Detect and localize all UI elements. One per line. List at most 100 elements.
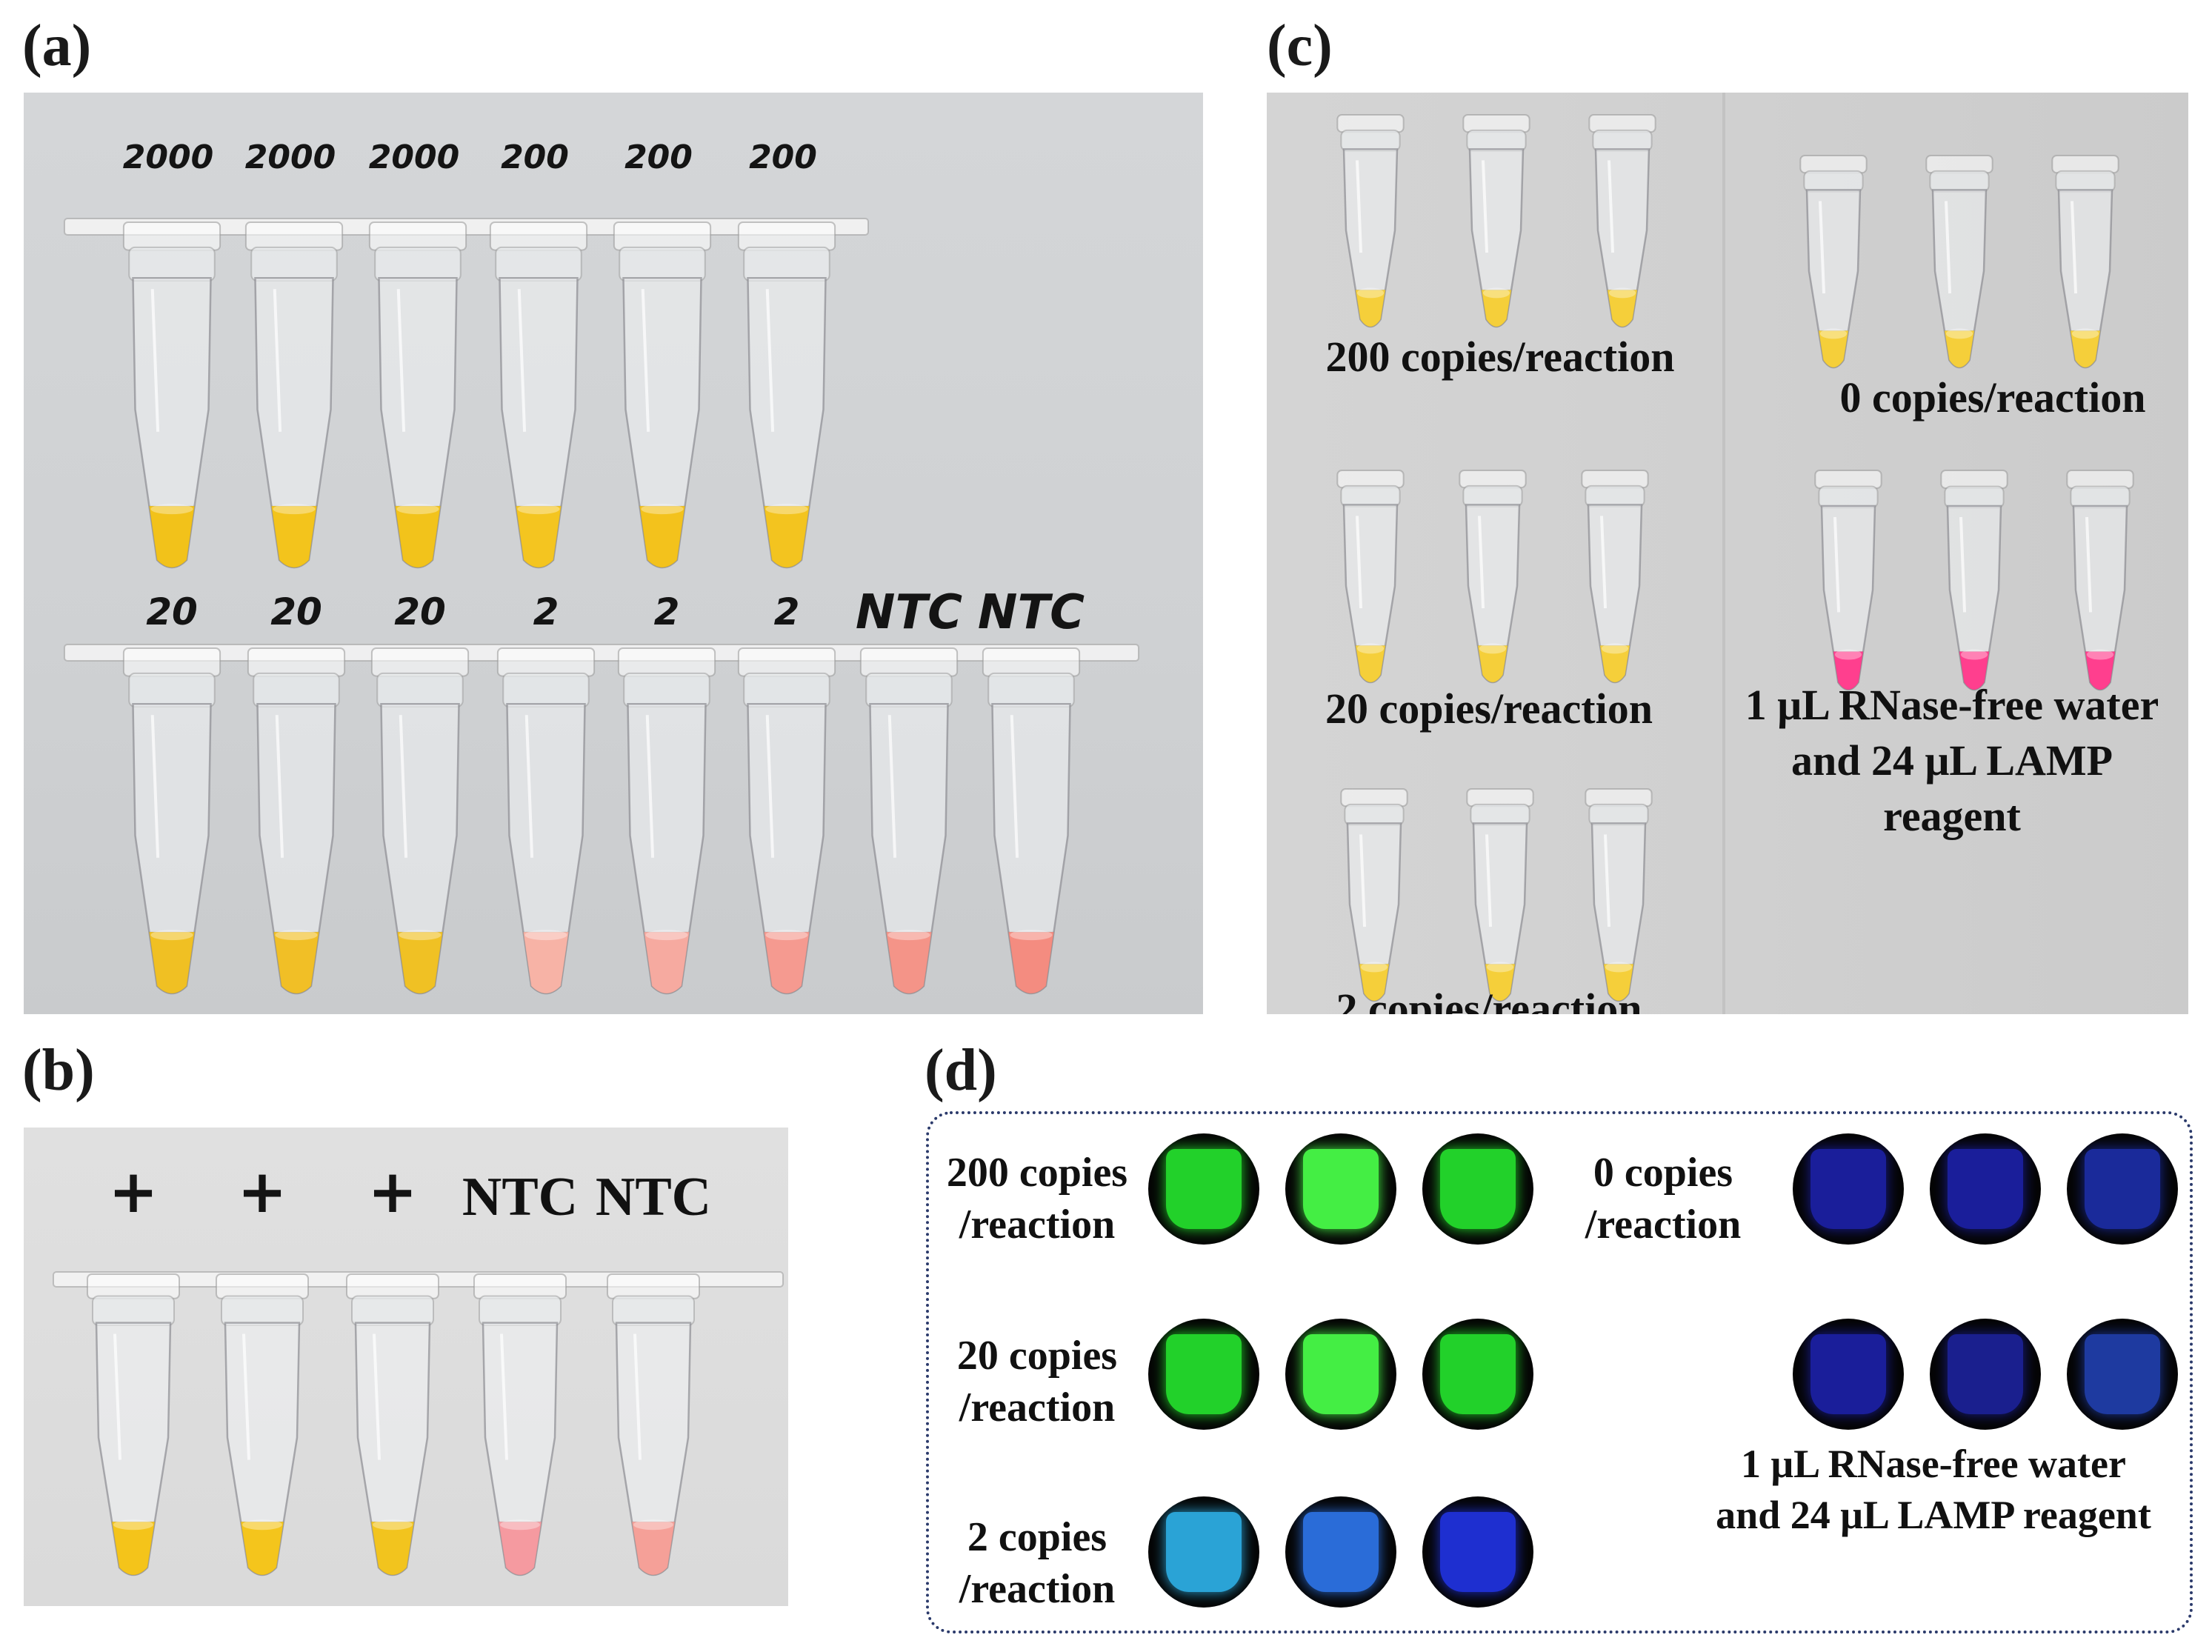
a-bottom-tube-7 bbox=[859, 647, 959, 995]
d-well-1 bbox=[1148, 1133, 1259, 1245]
d-well-11 bbox=[1930, 1133, 2041, 1245]
d-row2-line2: /reaction bbox=[959, 1385, 1116, 1430]
d-well-10 bbox=[1793, 1133, 1904, 1245]
a-bottom-label-1: 20 bbox=[146, 590, 198, 633]
d-well-6 bbox=[1422, 1319, 1533, 1430]
a-top-tube-4 bbox=[489, 222, 588, 569]
c-20-tube-1 bbox=[1336, 470, 1405, 684]
a-bottom-label-5: 2 bbox=[653, 590, 680, 633]
caption-20-copies: 20 copies/reaction bbox=[1325, 685, 1653, 733]
d-well-4 bbox=[1148, 1319, 1259, 1430]
caption-2-copies: 2 copies/reaction bbox=[1336, 985, 1642, 1014]
panel-d-letter: (d) bbox=[925, 1038, 997, 1103]
d-well-12 bbox=[2067, 1133, 2178, 1245]
d-row2-label: 20 copies /reaction bbox=[957, 1330, 1117, 1433]
a-top-tube-5 bbox=[613, 222, 712, 569]
a-bottom-tube-5 bbox=[617, 647, 716, 995]
d-well-fluorescence bbox=[1166, 1512, 1242, 1592]
a-bottom-tube-8 bbox=[982, 647, 1081, 995]
c-200-tube-1 bbox=[1336, 114, 1405, 328]
d-well-fluorescence bbox=[1166, 1149, 1242, 1229]
d-well-fluorescence bbox=[1303, 1334, 1379, 1414]
a-bottom-tube-1 bbox=[122, 647, 221, 995]
d-water-label: 1 μL RNase-free water and 24 μL LAMP rea… bbox=[1716, 1439, 2151, 1541]
b-label-5: NTC bbox=[595, 1167, 712, 1228]
panel-c-tubes bbox=[1336, 114, 2134, 1002]
panel-a-letter: (a) bbox=[22, 13, 92, 79]
d-row1-label: 200 copies /reaction bbox=[947, 1147, 1127, 1250]
a-bottom-tube-4 bbox=[496, 647, 596, 995]
a-bottom-label-8: NTC bbox=[977, 585, 1085, 640]
d-row2-line1: 20 copies bbox=[956, 1333, 1118, 1379]
d-well-2 bbox=[1285, 1133, 1396, 1245]
d-well-fluorescence bbox=[1440, 1334, 1516, 1414]
a-top-tube-6 bbox=[737, 222, 836, 569]
d-well-5 bbox=[1285, 1319, 1396, 1430]
panel-b-photo: + + + NTC NTC bbox=[24, 1128, 788, 1606]
panel-b-letter: (b) bbox=[22, 1038, 95, 1103]
d-water-line1: 1 μL RNase-free water bbox=[1741, 1442, 2126, 1486]
a-bottom-tube-2 bbox=[247, 647, 346, 995]
a-bottom-label-4: 2 bbox=[533, 590, 559, 633]
a-top-label-6: 200 bbox=[749, 139, 817, 176]
c-0-tube-1 bbox=[1799, 155, 1868, 369]
d-well-fluorescence bbox=[1948, 1334, 2023, 1414]
d-row3-line2: /reaction bbox=[959, 1566, 1116, 1612]
a-bottom-label-2: 20 bbox=[270, 590, 322, 633]
b-tube-2 bbox=[216, 1273, 309, 1576]
c-0-tube-2 bbox=[1925, 155, 1993, 369]
b-tube-5 bbox=[607, 1273, 700, 1576]
d-well-9 bbox=[1422, 1496, 1533, 1608]
a-bottom-tube-6 bbox=[737, 647, 836, 995]
a-top-label-2: 2000 bbox=[244, 139, 336, 176]
a-bottom-strip bbox=[64, 644, 1139, 662]
d-well-8 bbox=[1285, 1496, 1396, 1608]
d-row1-line2: /reaction bbox=[959, 1202, 1116, 1248]
c-water-tube-3 bbox=[2066, 470, 2134, 691]
d-well-7 bbox=[1148, 1496, 1259, 1608]
c-water-tube-1 bbox=[1814, 470, 1882, 691]
panel-a-tubes bbox=[64, 218, 1139, 995]
c-2-tube-1 bbox=[1340, 788, 1408, 1002]
a-top-label-5: 200 bbox=[624, 139, 693, 176]
d-well-fluorescence bbox=[1948, 1149, 2023, 1229]
d-well-fluorescence bbox=[1810, 1334, 1886, 1414]
a-top-label-1: 2000 bbox=[122, 139, 214, 176]
b-tube-4 bbox=[473, 1273, 567, 1576]
d-row3-label: 2 copies /reaction bbox=[959, 1511, 1115, 1615]
b-label-2: + bbox=[237, 1157, 287, 1226]
panel-c-letter: (c) bbox=[1267, 13, 1333, 79]
a-top-label-3: 2000 bbox=[368, 139, 460, 176]
panel-d-box bbox=[926, 1111, 2193, 1633]
c-20-tube-2 bbox=[1459, 470, 1527, 684]
d-well-fluorescence bbox=[1303, 1512, 1379, 1592]
a-bottom-tube-3 bbox=[370, 647, 470, 995]
d-row3-line1: 2 copies bbox=[967, 1514, 1107, 1560]
caption-water-line3: reagent bbox=[1883, 792, 2021, 840]
b-label-1: + bbox=[108, 1157, 159, 1226]
d-well-fluorescence bbox=[1166, 1334, 1242, 1414]
c-200-tube-2 bbox=[1462, 114, 1530, 328]
d-zero-line2: /reaction bbox=[1585, 1202, 1742, 1248]
a-bottom-label-3: 20 bbox=[394, 590, 446, 633]
c-2-tube-3 bbox=[1585, 788, 1653, 1002]
d-well-fluorescence bbox=[1440, 1149, 1516, 1229]
c-2-tube-2 bbox=[1466, 788, 1534, 1002]
c-200-tube-3 bbox=[1588, 114, 1656, 328]
panel-b-tubes bbox=[53, 1271, 784, 1576]
d-well-fluorescence bbox=[2085, 1149, 2160, 1229]
d-well-15 bbox=[2067, 1319, 2178, 1430]
d-well-13 bbox=[1793, 1319, 1904, 1430]
d-well-14 bbox=[1930, 1319, 2041, 1430]
c-0-tube-3 bbox=[2051, 155, 2119, 369]
c-water-tube-2 bbox=[1940, 470, 2008, 691]
d-row1-line1: 200 copies bbox=[946, 1150, 1128, 1196]
b-label-3: + bbox=[367, 1157, 418, 1226]
d-well-fluorescence bbox=[1303, 1149, 1379, 1229]
d-well-3 bbox=[1422, 1133, 1533, 1245]
b-tube-1 bbox=[87, 1273, 180, 1576]
b-label-4: NTC bbox=[462, 1167, 579, 1228]
a-top-tube-2 bbox=[244, 222, 344, 569]
caption-water-line1: 1 μL RNase-free water bbox=[1745, 681, 2159, 729]
